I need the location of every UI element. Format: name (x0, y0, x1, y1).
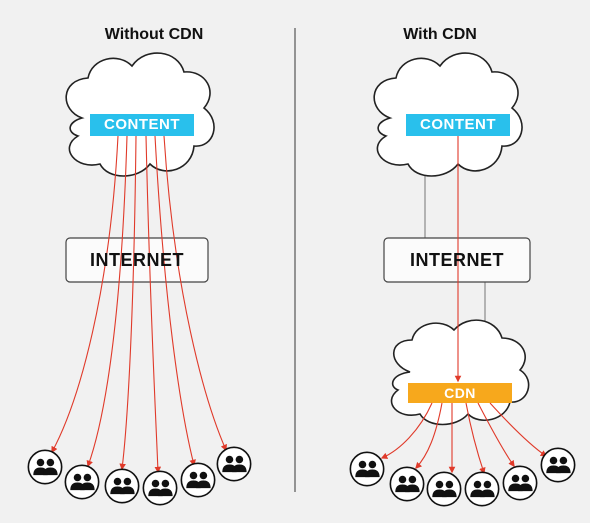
arrow-cdn-to-users-6 (489, 402, 548, 457)
panel-title-with-cdn: With CDN (403, 26, 477, 43)
arrow-to-users-1 (51, 135, 119, 454)
users-icon (426, 471, 462, 507)
arrow-cdn-to-users-4 (465, 402, 486, 475)
cloud-icon (390, 319, 530, 426)
users-icon (216, 446, 252, 482)
content-label-right: CONTENT (420, 116, 496, 133)
users-icon (104, 468, 140, 504)
content-box-left (90, 114, 194, 136)
users-icon (180, 462, 216, 498)
internet-box-left (65, 237, 209, 283)
arrow-to-users-6 (163, 135, 227, 452)
arrow-to-users-4 (145, 135, 162, 474)
users-icon (502, 465, 538, 501)
panel-title-without-cdn: Without CDN (104, 26, 204, 43)
arrow-cdn-to-users-5 (477, 402, 515, 468)
users-icon (389, 466, 425, 502)
arrow-to-users-2 (86, 135, 128, 468)
cdn-box (408, 383, 512, 403)
users-icon (142, 470, 178, 506)
arrow-to-users-5 (154, 135, 196, 467)
arrow-cdn-to-users-1 (380, 402, 433, 459)
arrow-to-users-3 (119, 135, 137, 471)
users-icon (349, 451, 385, 487)
arrow-cdn-to-users-2 (415, 402, 443, 469)
internet-label-right: INTERNET (410, 250, 504, 270)
content-label-left: CONTENT (104, 116, 180, 133)
content-box-right (406, 114, 510, 136)
cdn-label: CDN (444, 385, 476, 401)
internet-label-left: INTERNET (90, 250, 184, 270)
internet-box-right (383, 237, 531, 283)
users-icon (27, 449, 63, 485)
users-icon (64, 464, 100, 500)
users-icon (540, 447, 576, 483)
users-icon (464, 471, 500, 507)
